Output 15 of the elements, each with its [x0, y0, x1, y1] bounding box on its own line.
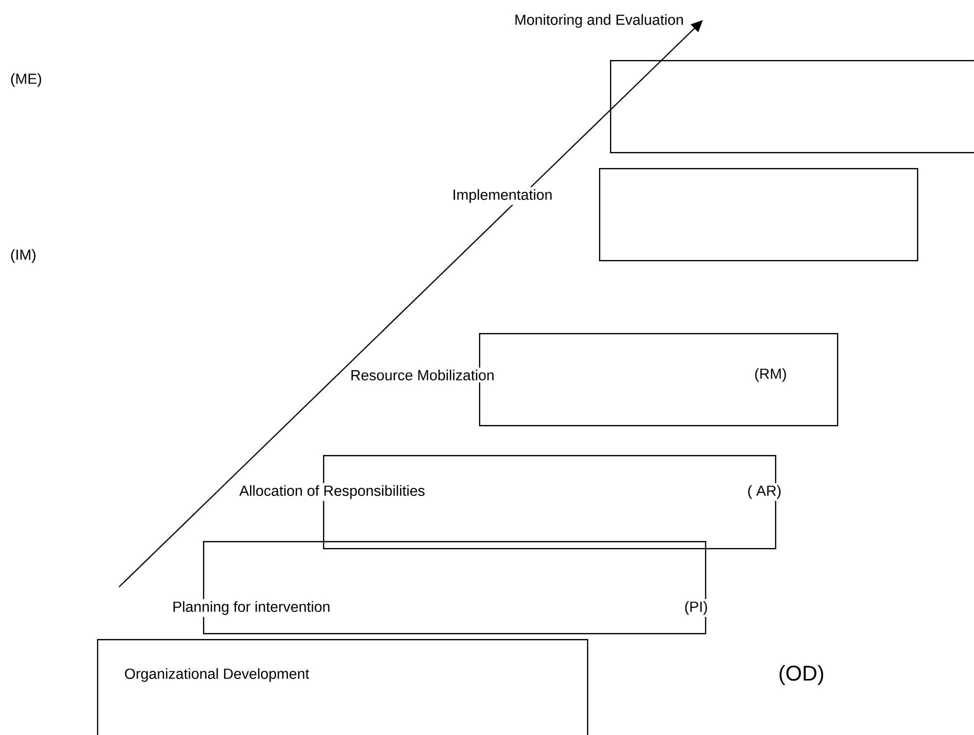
step-box: [599, 168, 918, 262]
step-label: Planning for intervention: [170, 599, 332, 617]
step-label: Organizational Development: [122, 666, 312, 684]
abbreviation-label: (OD): [776, 663, 826, 687]
abbreviation-label: ( AR): [745, 483, 784, 501]
step-box: [97, 639, 588, 735]
step-label: Implementation: [450, 187, 555, 205]
abbreviation-label: (RM): [752, 366, 789, 384]
step-label: Monitoring and Evaluation: [512, 12, 686, 30]
step-label: Allocation of Responsibilities: [237, 483, 428, 501]
abbreviation-label: (PI): [682, 599, 710, 617]
abbreviation-label: (IM): [8, 247, 38, 265]
step-box: [610, 60, 974, 154]
abbreviation-label: (ME): [8, 71, 44, 89]
step-label: Resource Mobilization: [348, 368, 497, 382]
